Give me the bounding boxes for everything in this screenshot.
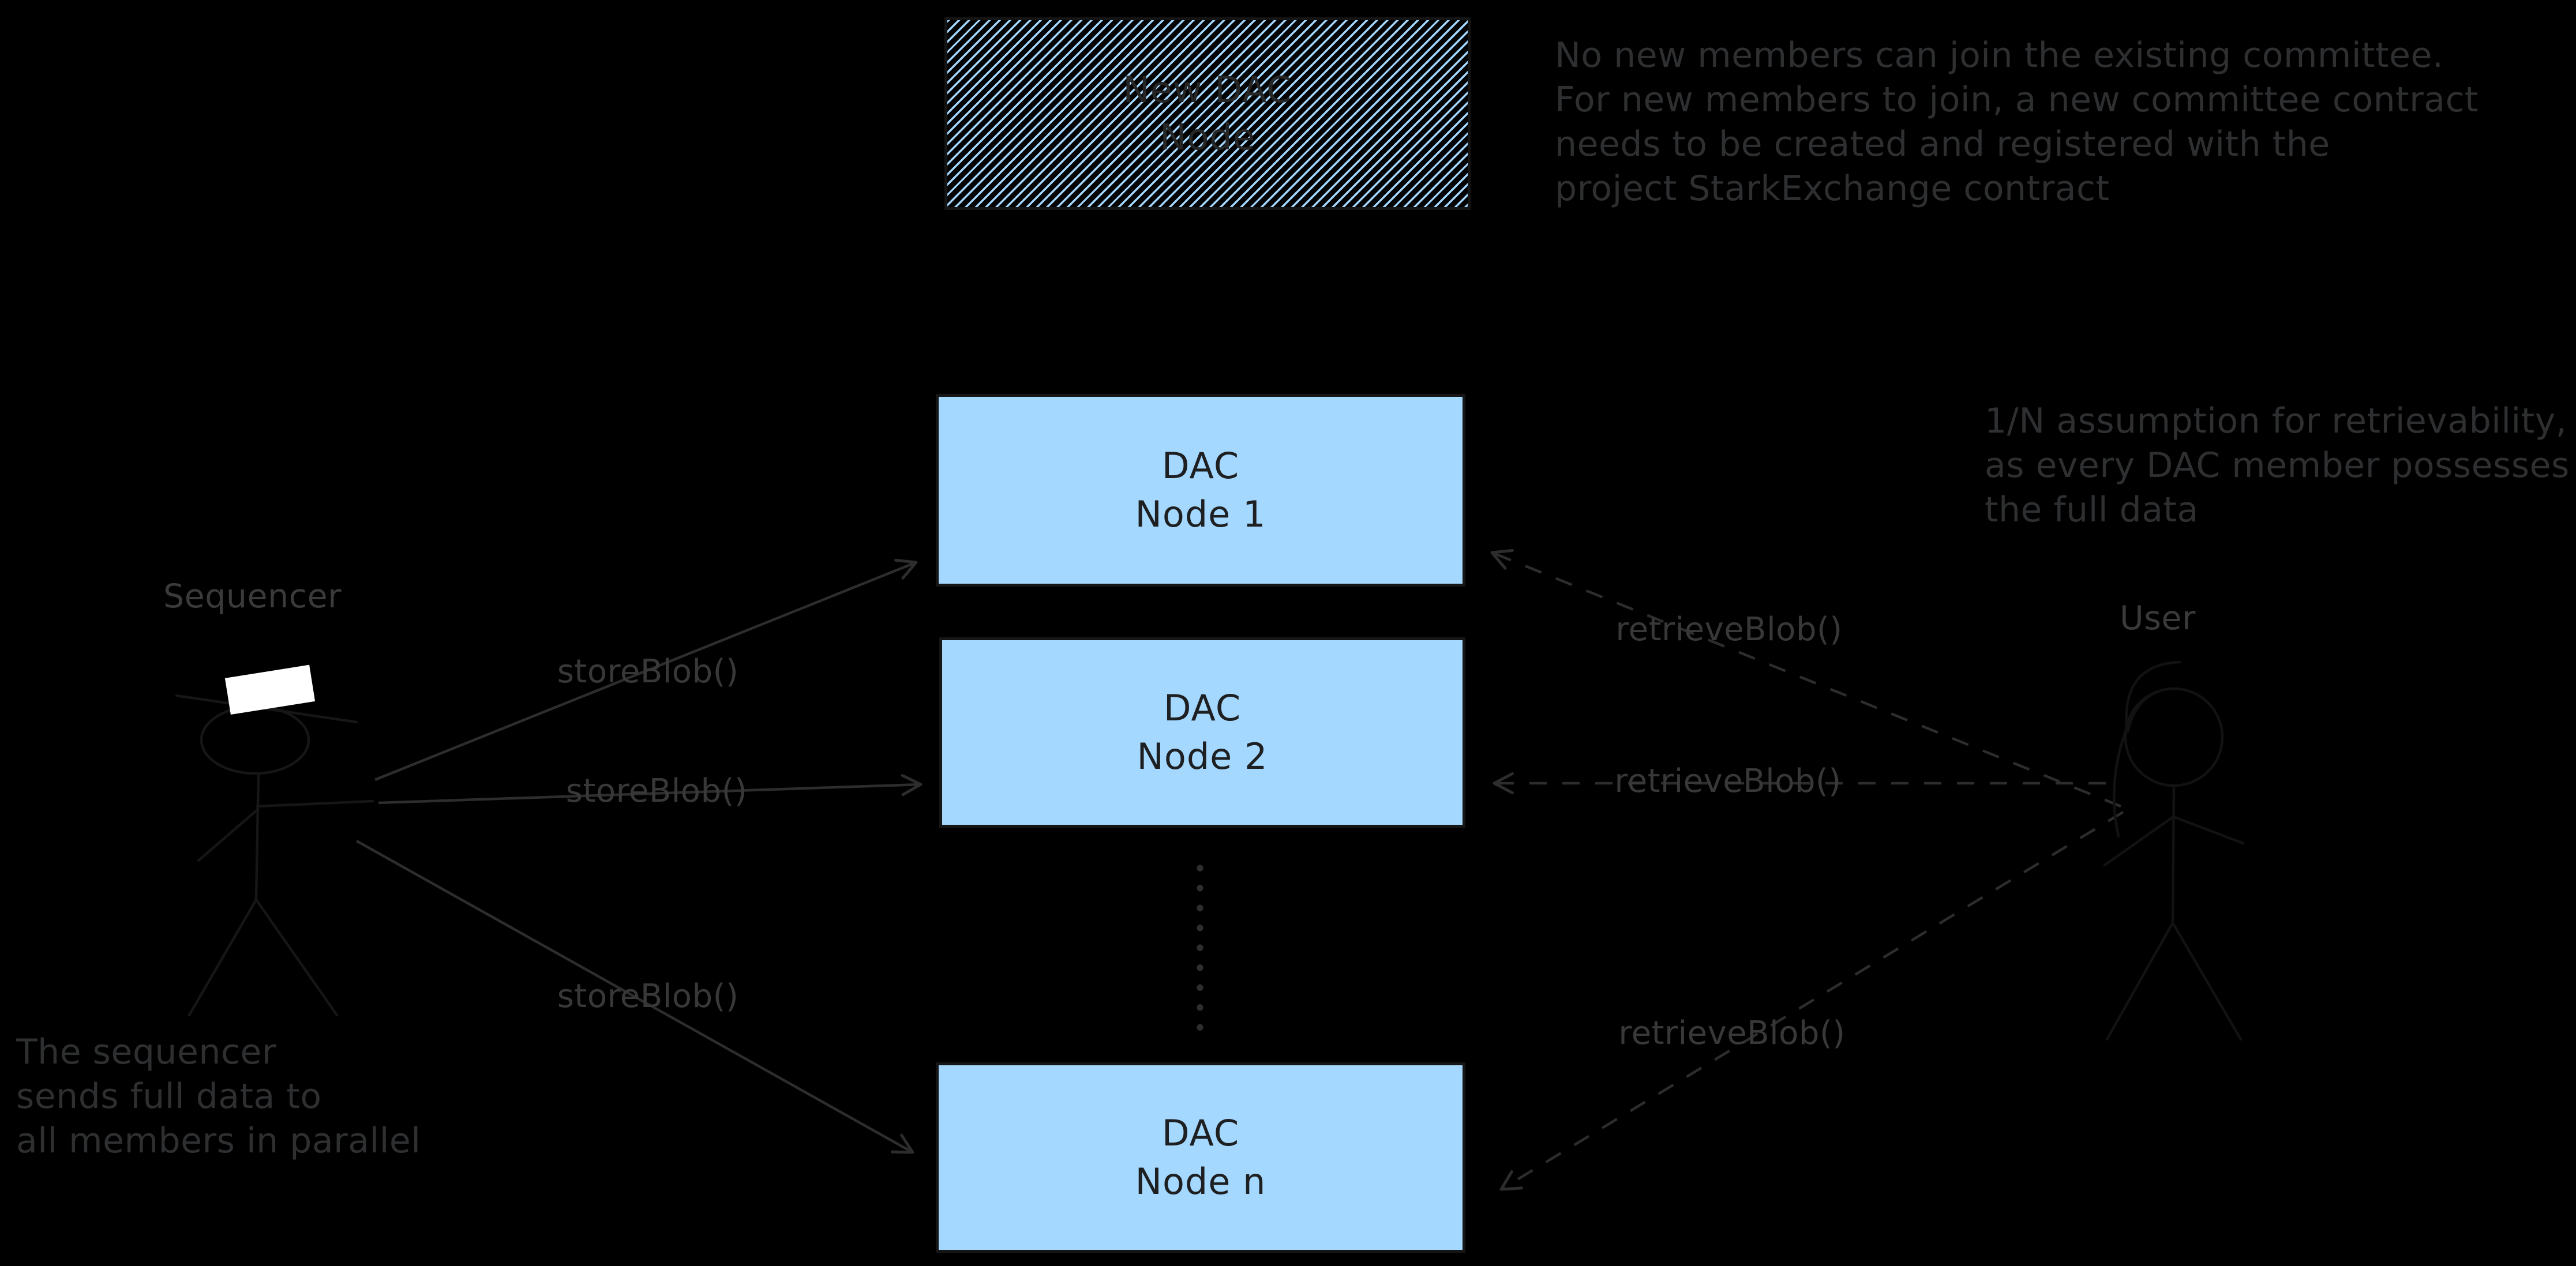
sequencer-hat-band <box>224 664 316 715</box>
committee-annotation: No new members can join the existing com… <box>1555 33 2478 211</box>
dac-node-1-label-line1: DAC <box>1161 445 1240 487</box>
dac-node-2-label-line2: Node 2 <box>1137 735 1268 777</box>
parallel-annotation: The sequencer sends full data to all mem… <box>16 1030 421 1163</box>
store-blob-label-3: storeBlob() <box>557 978 739 1015</box>
retrievability-annotation-line: as every DAC member possesses <box>1985 445 2570 486</box>
retrievability-annotation: 1/N assumption for retrievability, as ev… <box>1985 399 2570 532</box>
sequencer-label: Sequencer <box>163 577 342 615</box>
committee-annotation-line: project StarkExchange contract <box>1555 168 2110 209</box>
dac-node-2-box: DAC Node 2 <box>939 637 1465 828</box>
retrieve-blob-arrow-1 <box>1490 549 2121 808</box>
committee-annotation-line: For new members to join, a new committee… <box>1555 80 2479 120</box>
store-blob-arrow-2 <box>378 773 923 805</box>
retrieve-blob-label-3: retrieveBlob() <box>1618 1015 1846 1052</box>
retrieve-blob-arrow-3 <box>1499 811 2124 1191</box>
committee-annotation-line: No new members can join the existing com… <box>1555 35 2444 76</box>
new-dac-node-label-line2: Node <box>1160 116 1255 158</box>
store-blob-arrow-3 <box>355 840 914 1154</box>
dac-node-n-label-line2: Node n <box>1135 1160 1266 1203</box>
dac-node-n-box: DAC Node n <box>936 1062 1465 1253</box>
store-blob-label-2: storeBlob() <box>565 772 748 810</box>
dac-node-2-label-line1: DAC <box>1163 687 1242 729</box>
dac-node-1-label-line2: Node 1 <box>1135 493 1266 535</box>
parallel-annotation-line: all members in parallel <box>16 1121 421 1161</box>
store-blob-label-1: storeBlob() <box>557 653 739 690</box>
store-blob-arrow-1 <box>374 558 918 782</box>
new-dac-node-box: New DAC Node <box>944 17 1471 210</box>
user-figure-icon <box>2103 660 2245 1041</box>
user-label: User <box>2120 599 2196 637</box>
parallel-annotation-line: The sequencer <box>16 1032 276 1072</box>
dac-node-n-label-line1: DAC <box>1161 1112 1240 1154</box>
new-dac-node-label-line1: New DAC <box>1123 69 1292 111</box>
retrievability-annotation-line: 1/N assumption for retrievability, <box>1985 401 2567 441</box>
parallel-annotation-line: sends full data to <box>16 1076 322 1117</box>
retrieve-blob-label-1: retrieveBlob() <box>1615 611 1843 648</box>
retrievability-annotation-line: the full data <box>1985 490 2199 530</box>
retrieve-blob-label-2: retrieveBlob() <box>1614 762 1842 800</box>
dac-node-1-box: DAC Node 1 <box>936 394 1465 587</box>
committee-annotation-line: needs to be created and registered with … <box>1555 124 2330 164</box>
sequencer-figure-icon <box>175 664 374 1017</box>
